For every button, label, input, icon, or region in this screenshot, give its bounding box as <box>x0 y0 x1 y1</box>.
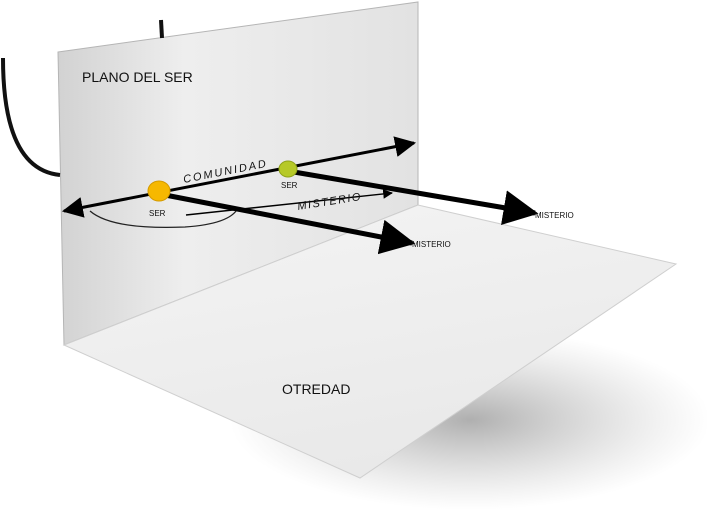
being-a-orbit <box>89 207 239 229</box>
mystery-arrow-b-label: MISTERIO <box>535 211 574 220</box>
being-b-circle <box>278 160 298 178</box>
being-a-circle <box>147 180 171 202</box>
being-a-label: SER <box>149 209 166 218</box>
mystery-arrow-b <box>287 168 539 225</box>
mystery-arrow-a-label: MISTERIO <box>412 240 451 249</box>
vertical-plane-label: PLANO DEL SER <box>82 69 193 85</box>
left-curve <box>1 57 61 177</box>
mystery-link-arrow <box>185 189 393 216</box>
floor-plane <box>62 204 678 479</box>
being-b-label: SER <box>281 181 298 190</box>
top-stub <box>159 19 164 39</box>
floor-plane-label: OTREDAD <box>282 381 350 397</box>
mystery-arrow-a <box>159 191 416 255</box>
community-axis <box>61 136 417 218</box>
